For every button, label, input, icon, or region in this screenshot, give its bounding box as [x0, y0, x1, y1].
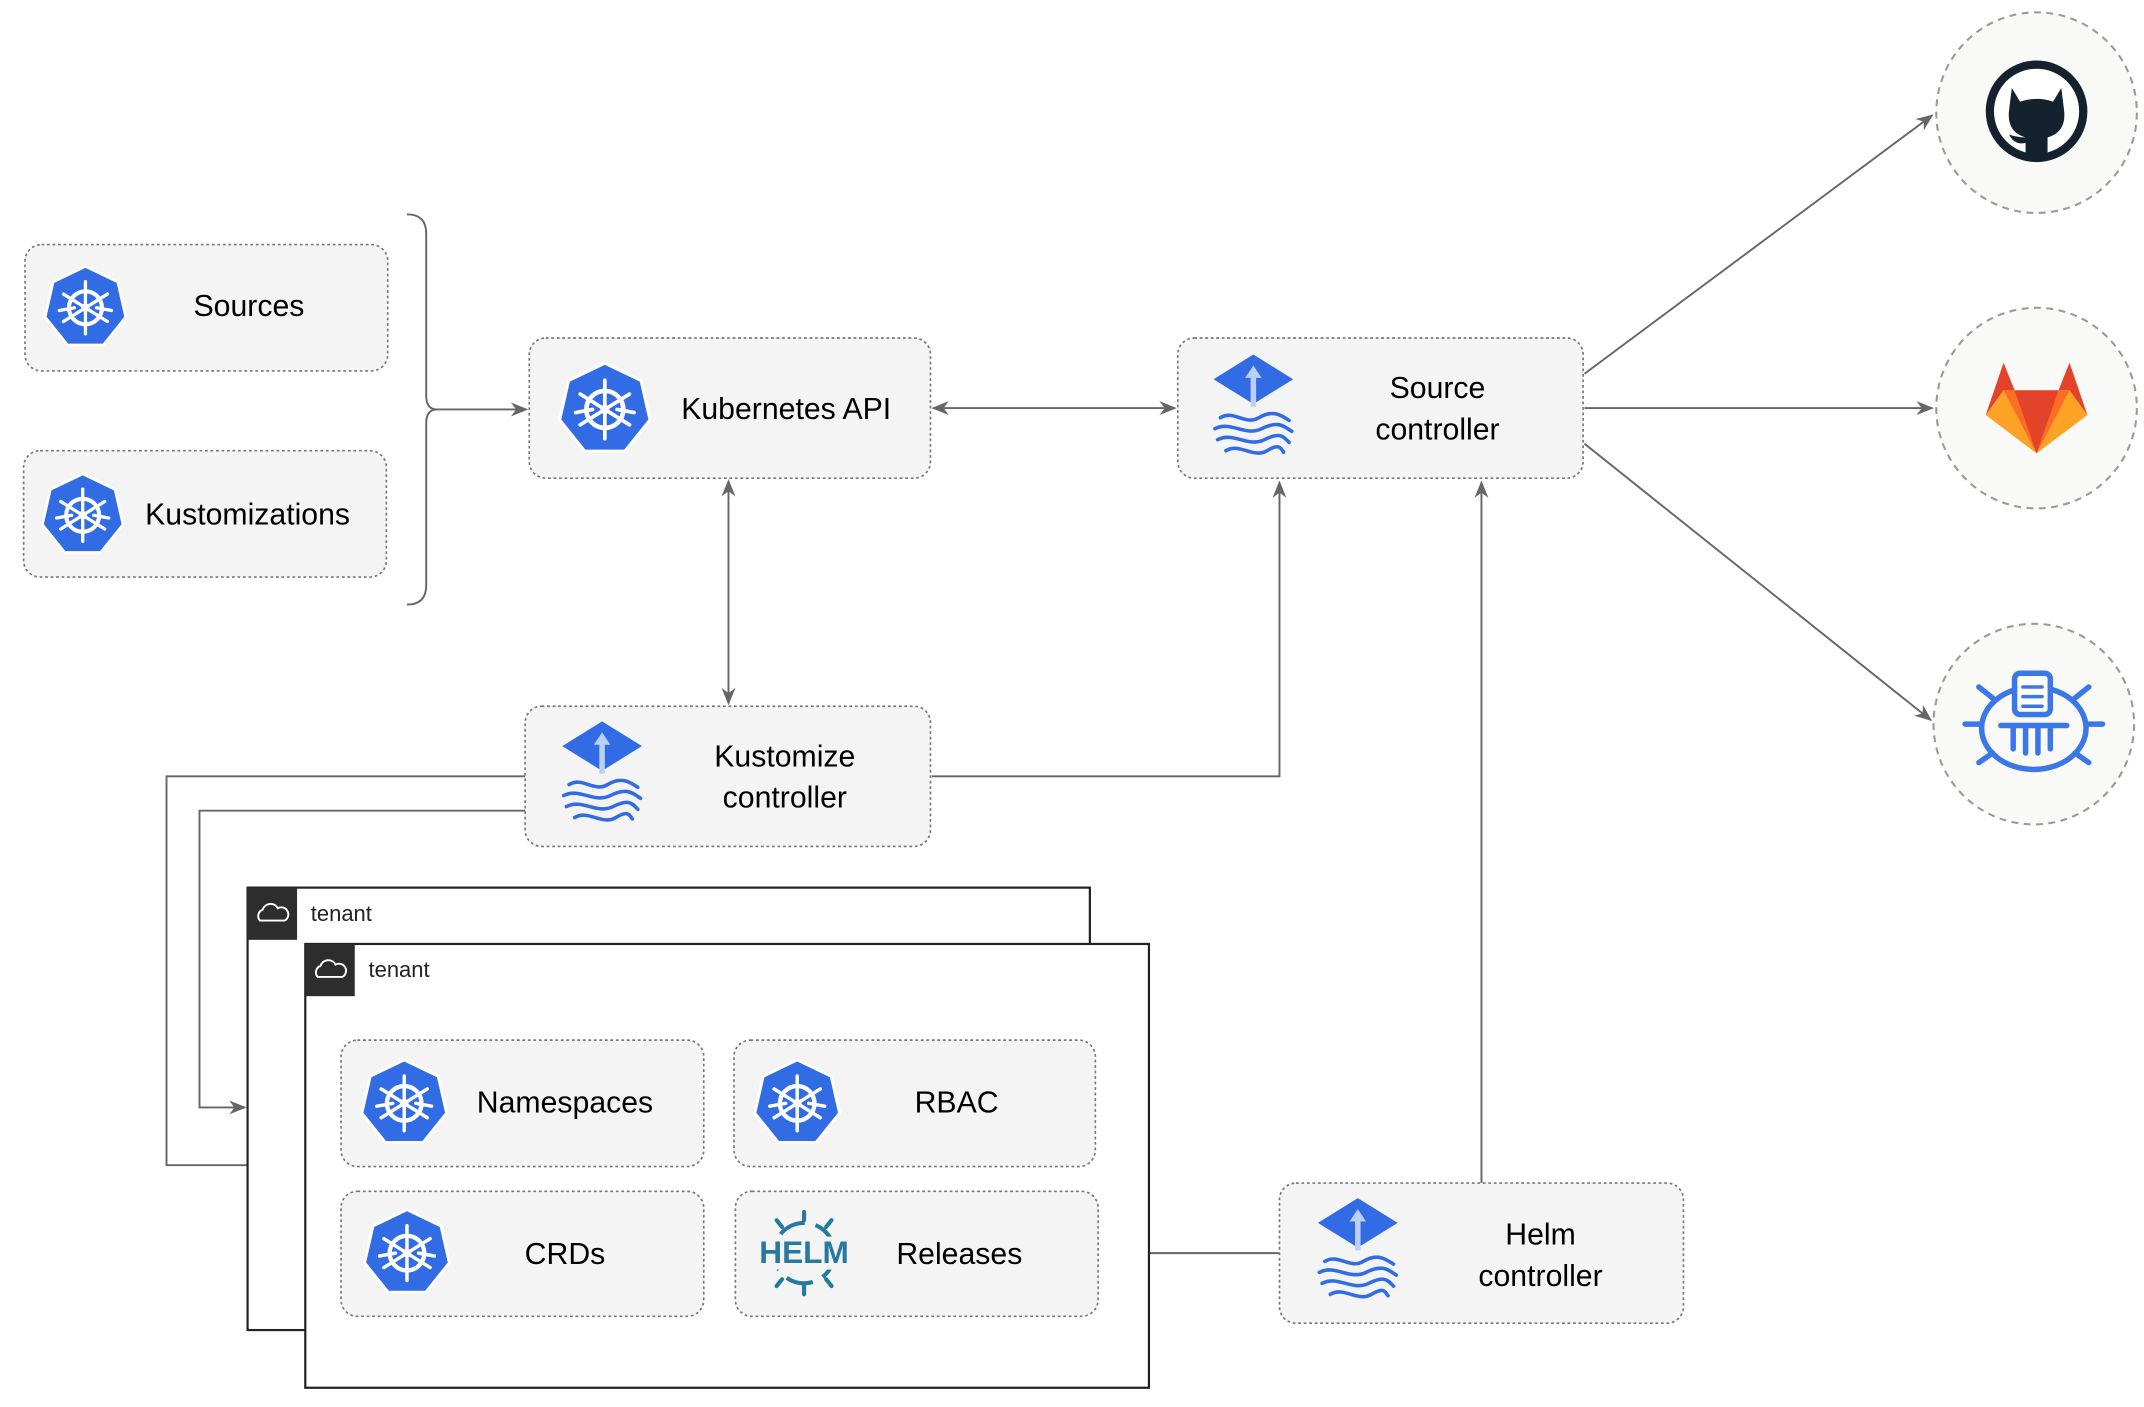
kubernetes-api-label: Kubernetes API: [681, 393, 891, 426]
edge-kustomize-to-source: [931, 480, 1287, 778]
edge-kustomize-to-tenant-2: [165, 775, 526, 1173]
rbac-label: RBAC: [915, 1087, 999, 1120]
edge-source-to-bucket: [1583, 443, 1933, 722]
helm-logo-text: HELM: [759, 1234, 849, 1270]
bucket-node[interactable]: [1932, 622, 2136, 826]
edge-source-to-github: [1583, 114, 1934, 375]
crds-node[interactable]: CRDs: [340, 1190, 705, 1318]
gitlab-icon: [1985, 362, 2088, 454]
namespaces-label: Namespaces: [477, 1087, 653, 1120]
rbac-node[interactable]: RBAC: [733, 1039, 1097, 1168]
helm-controller-label-1: Helm: [1505, 1219, 1576, 1252]
tenant-header-badge: [247, 887, 298, 940]
kustomizations-label: Kustomizations: [145, 499, 350, 532]
helm-controller-node[interactable]: Helm controller: [1278, 1182, 1685, 1325]
releases-label: Releases: [896, 1238, 1022, 1271]
releases-node[interactable]: HELM Releases: [734, 1190, 1099, 1318]
source-controller-label-2: controller: [1375, 413, 1499, 446]
tenant-label: tenant: [311, 901, 372, 926]
edge-kustomize-to-tenant-1: [198, 809, 526, 1115]
kustomize-controller-label-1: Kustomize: [714, 740, 855, 773]
kustomize-controller-label-2: controller: [723, 782, 847, 815]
github-icon: [1985, 60, 2088, 163]
source-controller-label-1: Source: [1390, 372, 1486, 405]
kustomize-controller-node[interactable]: Kustomize controller: [524, 705, 932, 848]
helm-icon: HELM: [755, 1209, 853, 1297]
tenant-label: tenant: [369, 957, 430, 982]
bucket-icon: [1962, 670, 2106, 773]
kustomizations-node[interactable]: Kustomizations: [22, 449, 388, 578]
source-controller-node[interactable]: Source controller: [1176, 337, 1584, 479]
tenant-header-badge: [305, 943, 355, 997]
namespaces-node[interactable]: Namespaces: [340, 1039, 705, 1168]
crds-label: CRDs: [525, 1238, 606, 1271]
sources-label: Sources: [194, 290, 305, 323]
github-node[interactable]: [1935, 11, 2138, 215]
helm-controller-label-2: controller: [1478, 1260, 1602, 1293]
sources-node[interactable]: Sources: [24, 243, 389, 372]
kubernetes-api-node[interactable]: Kubernetes API: [528, 337, 932, 479]
gitlab-node[interactable]: [1935, 306, 2138, 510]
